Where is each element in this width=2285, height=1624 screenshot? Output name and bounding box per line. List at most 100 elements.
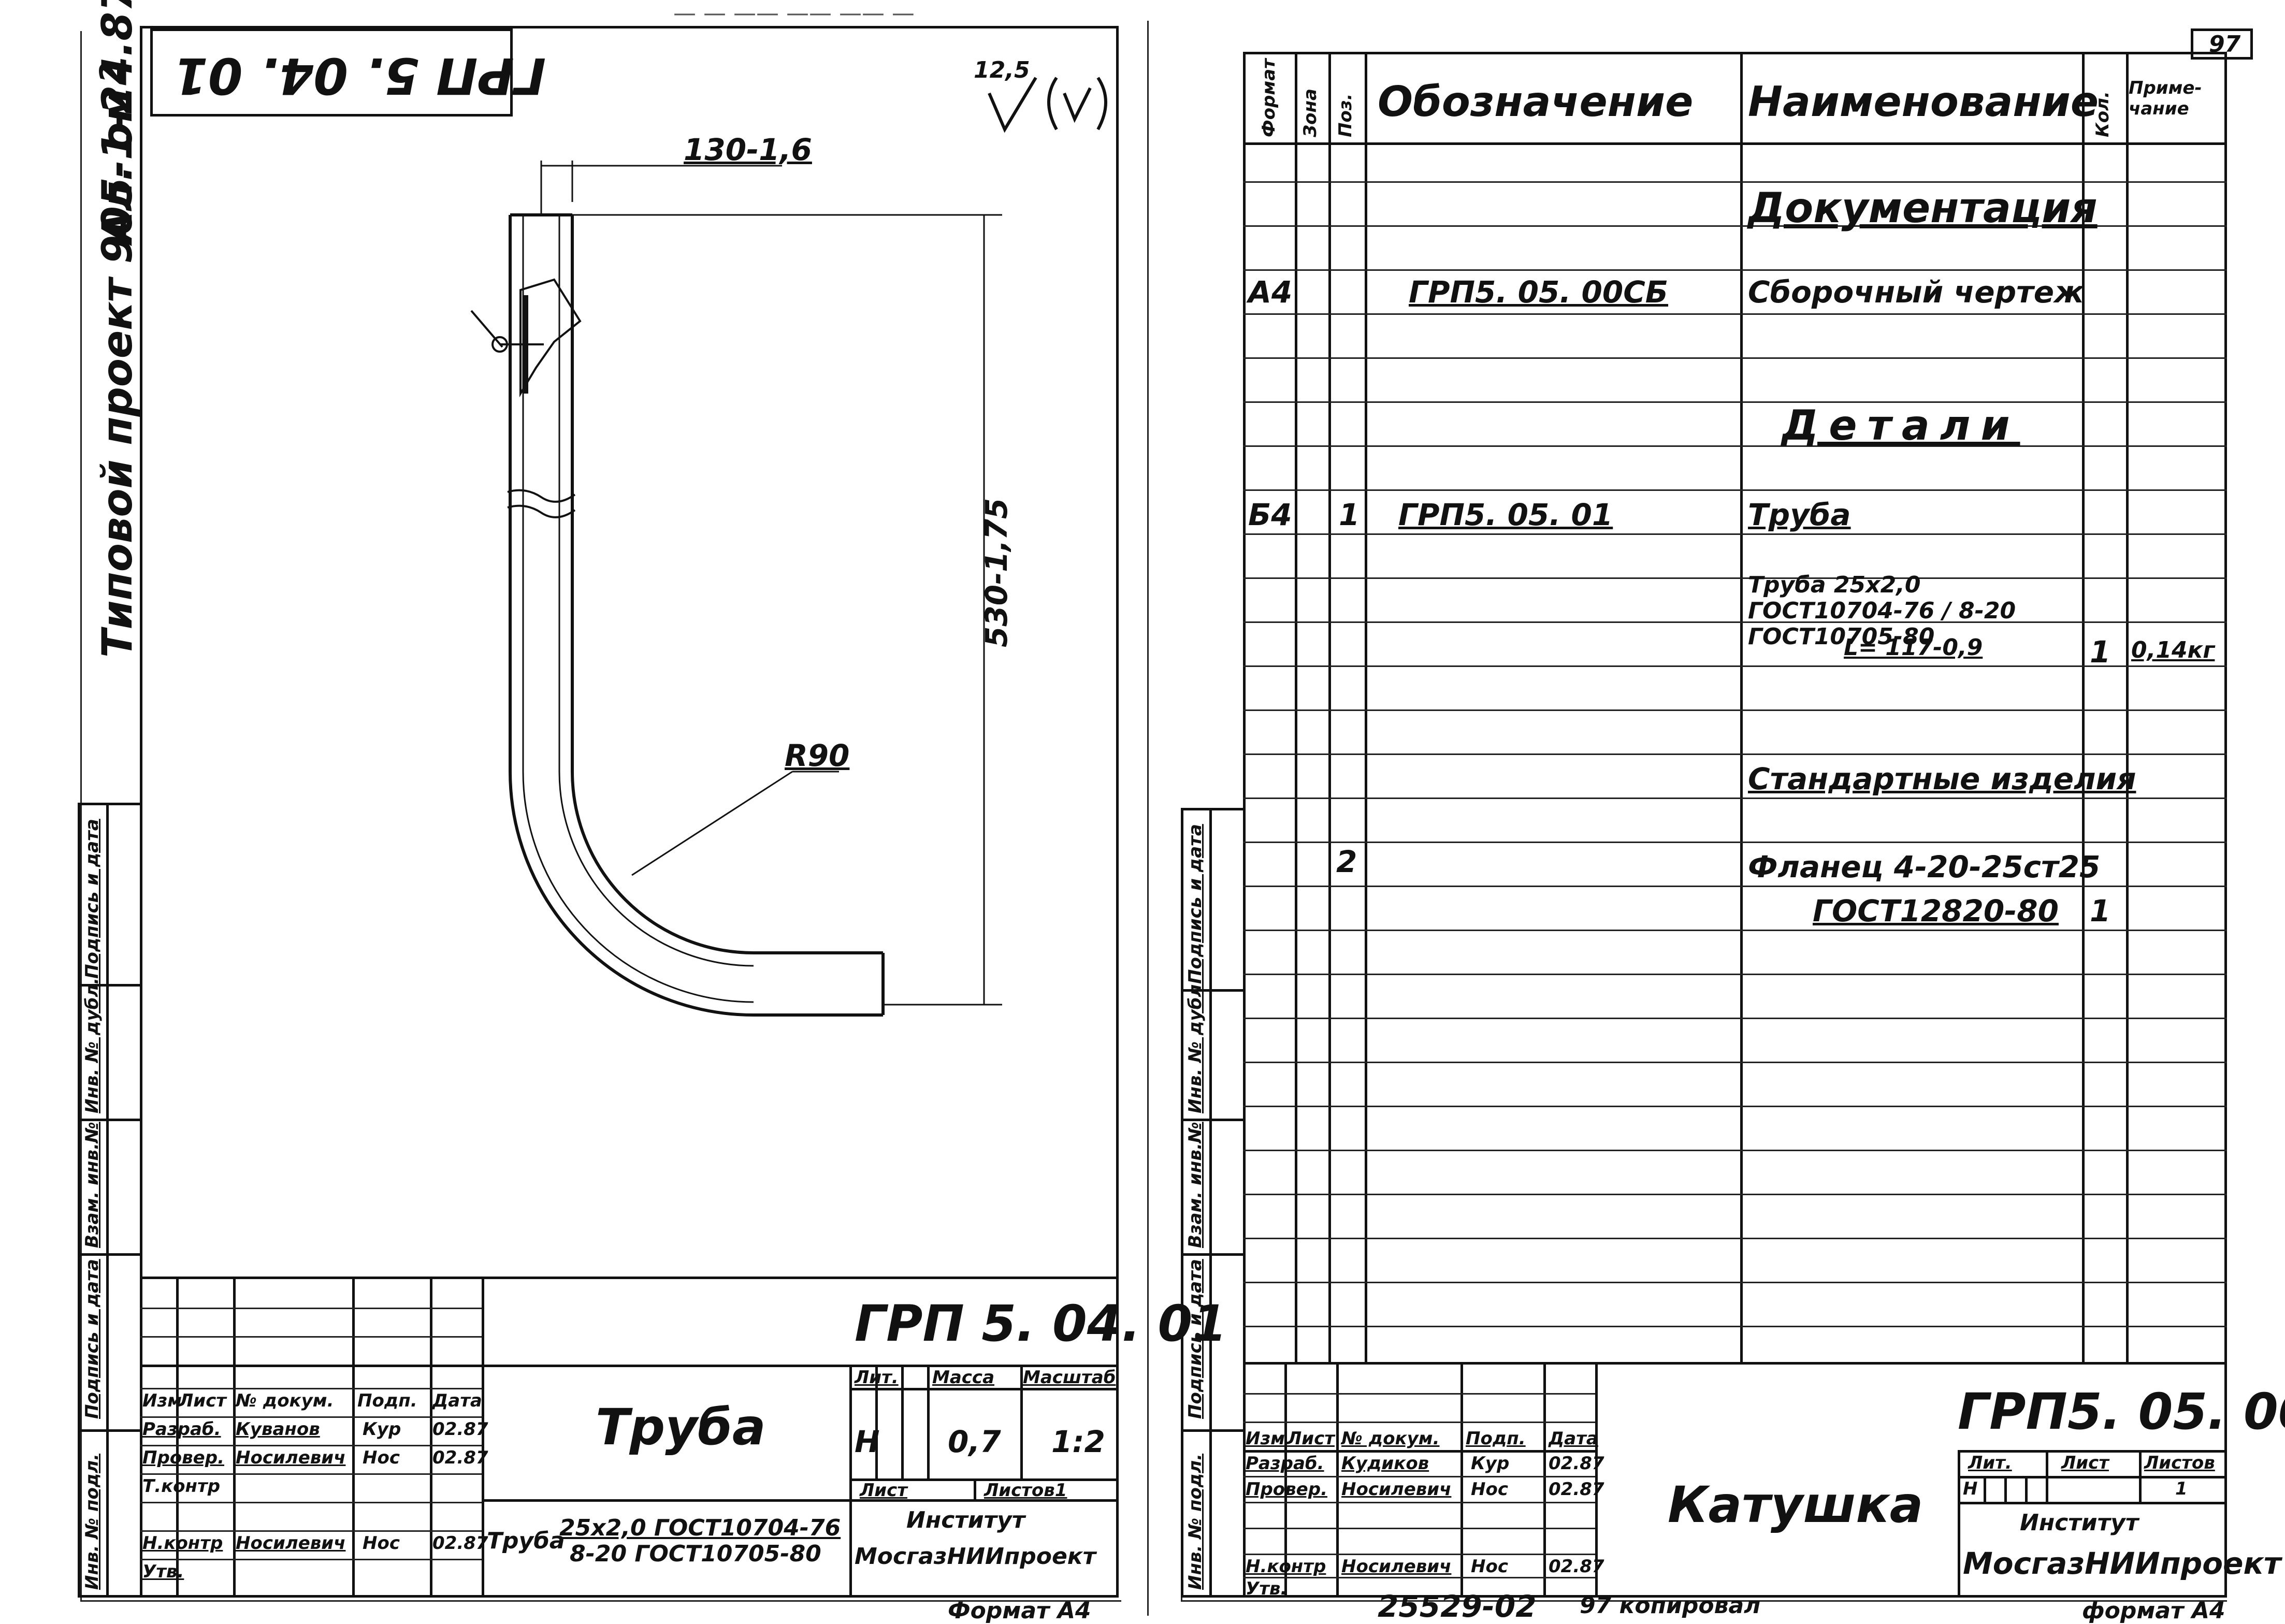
bottom-doc-code: 25529-02: [1378, 1589, 1537, 1624]
right-doc-name: Катушка: [1668, 1476, 1924, 1534]
lt-head-dokum: № докум.: [236, 1390, 334, 1411]
row-fmt: Б4: [1248, 497, 1292, 532]
head-zone: Зона: [1300, 89, 1321, 137]
rt-row-date: 02.87: [1549, 1556, 1604, 1577]
section-details: Детали: [1782, 401, 2020, 450]
rstamp-podp-data-2: Подпись и дата: [1185, 824, 1206, 984]
head-designation: Обозначение: [1378, 78, 1694, 126]
left-format: Формат А4: [948, 1598, 1091, 1624]
margin-album-label: Ал. ом: [93, 88, 141, 243]
row-name: Труба: [1748, 497, 1851, 532]
lt-row-role: Н.контр: [142, 1533, 223, 1554]
rt-row-role: Н.контр: [1246, 1556, 1326, 1577]
left-page-bottom-edge: [80, 1600, 1121, 1602]
rt-row-role: Разраб.: [1246, 1453, 1324, 1474]
left-head-mass: Масса: [932, 1367, 995, 1388]
page-number: 97: [2209, 31, 2241, 57]
row-name: Труба 25х2,0 ГОСТ10704-76 / 8-20 ГОСТ107…: [1748, 572, 2016, 650]
row-fmt: А4: [1248, 274, 1293, 310]
row-designation: ГРП5. 05. 01: [1398, 497, 1613, 532]
lt-row-role: Провер.: [142, 1447, 224, 1468]
left-sheets-label: Листов1: [984, 1480, 1067, 1501]
lt-row-sig: Кур: [363, 1419, 401, 1440]
rt-row-role: Провер.: [1246, 1479, 1327, 1500]
dim-radius: R90: [785, 738, 850, 773]
row-pos: 2: [1336, 844, 1357, 879]
margin-album-number: 2: [93, 62, 128, 83]
left-doc-code: ГРП 5. 04. 01: [855, 1295, 1227, 1353]
row-name: L= 117-0,9: [1844, 634, 1983, 661]
stamp-vzam-inv: Взам. инв.№: [82, 1122, 103, 1248]
section-standard: Стандартные изделия: [1748, 761, 2136, 796]
rt-head-data: Дата: [1549, 1428, 1598, 1449]
lt-row-date: 02.87: [432, 1533, 488, 1554]
dim-width: 130-1,6: [684, 132, 812, 167]
right-head-sheets: Листов: [2144, 1453, 2215, 1473]
rt-row-date: 02.87: [1549, 1479, 1604, 1500]
right-lit: Н: [1963, 1478, 1978, 1499]
lt-head-izm: Изм: [142, 1390, 182, 1411]
left-material-line1: 25х2,0 ГОСТ10704-76: [559, 1515, 841, 1541]
head-format: Формат: [1259, 59, 1279, 137]
left-material-prefix: Труба: [487, 1528, 565, 1554]
lt-row-date: 02.87: [432, 1447, 488, 1468]
lt-head-data: Дата: [432, 1390, 482, 1411]
rt-row-sig: Нос: [1471, 1556, 1508, 1577]
lt-row-role: Разраб.: [142, 1419, 221, 1440]
row-note: 0,14кг: [2131, 637, 2215, 663]
rstamp-inv-podl: Инв. № подл.: [1185, 1453, 1206, 1590]
rstamp-vzam-inv: Взам. инв.№: [1185, 1122, 1206, 1248]
bottom-copy-note: 97 копировал: [1580, 1592, 1761, 1619]
fold-line: [1147, 21, 1149, 1616]
left-mass: 0,7: [948, 1424, 1001, 1459]
right-page-bottom-edge: [1181, 1600, 2227, 1602]
stamp-inv-dubl: Инв. № дубл.: [82, 977, 103, 1113]
page-number-box: 97: [2191, 28, 2253, 60]
row-name: Фланец 4-20-25ст25: [1748, 849, 2101, 885]
scan-marks: — — —— —— —— —: [673, 0, 915, 26]
left-material-line2: 8-20 ГОСТ10705-80: [570, 1541, 821, 1567]
section-documentation: Документация: [1748, 184, 2098, 232]
right-format: формат А4: [2082, 1598, 2225, 1624]
rt-head-list: Лист: [1287, 1428, 1335, 1449]
roughness-value: 12,5: [974, 57, 1030, 83]
row-name: Сборочный чертеж: [1748, 274, 2084, 310]
row-designation: ГРП5. 05. 00СБ: [1409, 274, 1669, 310]
left-head-lit: Лит.: [855, 1367, 899, 1388]
dim-height: 530-1,75: [979, 498, 1014, 647]
rt-head-podp: Подп.: [1466, 1428, 1526, 1449]
stamp-podp-data-1: Подпись и дата: [82, 1259, 103, 1419]
lt-row-sig: Нос: [363, 1447, 400, 1468]
head-qty: Кол.: [2092, 91, 2113, 137]
rt-row-role: Утв.: [1246, 1578, 1288, 1599]
rt-row-name: Кудиков: [1341, 1453, 1429, 1474]
stamp-podp-data-2: Подпись и дата: [82, 819, 103, 979]
right-org1: Институт: [2020, 1510, 2139, 1536]
lt-head-list: Лист: [179, 1390, 226, 1411]
lt-row-name: Носилевич: [236, 1533, 346, 1554]
top-code-box: ГРП 5. 04. 01: [150, 28, 546, 117]
pipe-drawing: [470, 161, 1002, 1017]
left-head-scale: Масштаб: [1023, 1367, 1116, 1388]
rt-head-izm: Изм: [1246, 1428, 1285, 1449]
right-org2: МосгазНИИпроект: [1963, 1546, 2281, 1581]
rt-row-name: Носилевич: [1341, 1479, 1452, 1500]
left-lit: Н: [855, 1424, 880, 1459]
right-head-lit: Лит.: [1968, 1453, 2012, 1473]
left-scale: 1:2: [1051, 1424, 1105, 1459]
rt-row-sig: Кур: [1471, 1453, 1510, 1474]
rt-row-date: 02.87: [1549, 1453, 1604, 1474]
roughness-icon: [988, 77, 1107, 133]
rt-row-sig: Нос: [1471, 1479, 1508, 1500]
left-doc-name: Труба: [596, 1398, 766, 1456]
rt-row-name: Носилевич: [1341, 1556, 1452, 1577]
lt-row-sig: Нос: [363, 1533, 400, 1554]
row-qty: 1: [2090, 634, 2111, 670]
left-org1: Институт: [906, 1507, 1025, 1533]
lt-row-name: Носилевич: [236, 1447, 346, 1468]
left-page-edge: [80, 31, 82, 1600]
lt-row-date: 02.87: [432, 1419, 488, 1440]
lt-row-role: Т.контр: [142, 1476, 221, 1497]
top-code-inverted: ГРП 5. 04. 01: [173, 47, 546, 105]
head-pos: Поз.: [1335, 93, 1356, 138]
